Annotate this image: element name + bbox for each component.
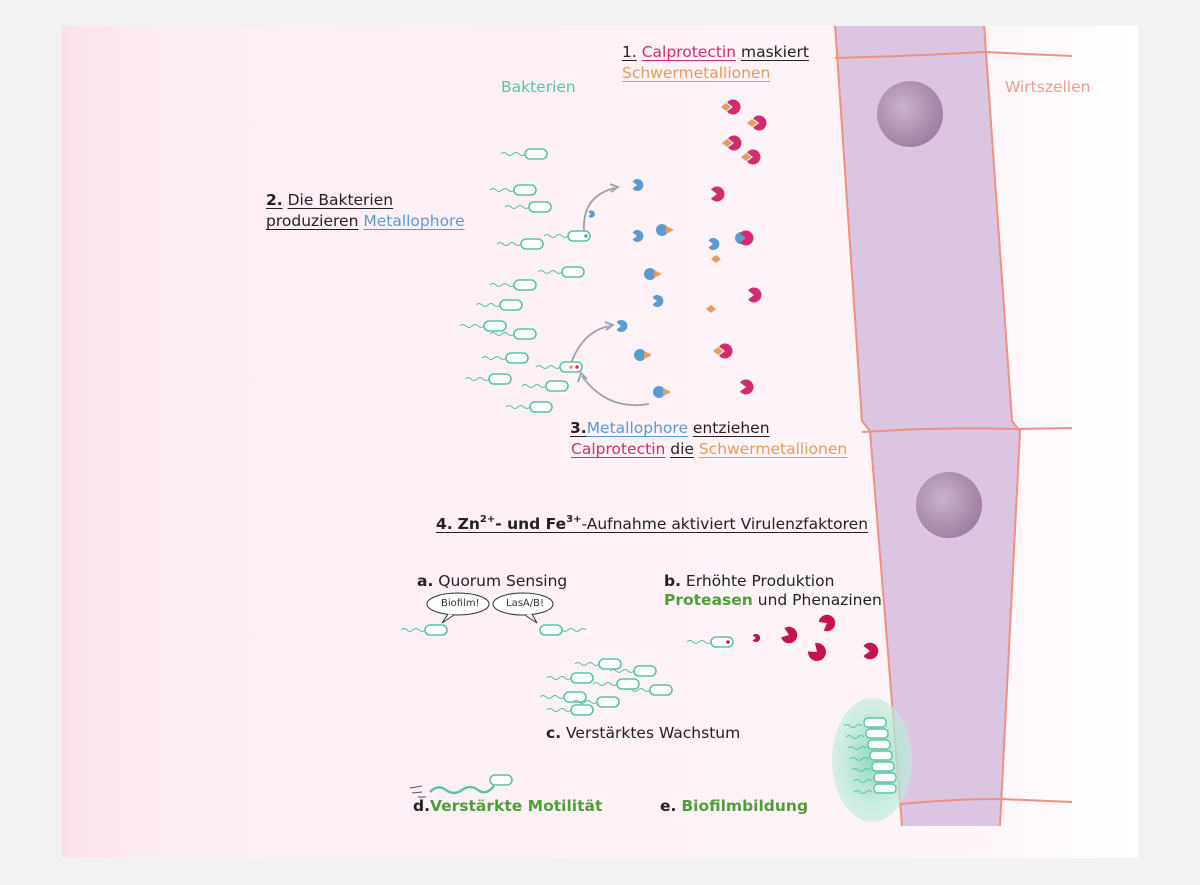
growth-illustration [539, 658, 673, 716]
step4-number: 4. [436, 515, 453, 533]
step3-line1: 3.Metallophore entziehen [570, 418, 770, 438]
biofilm-illustration [832, 698, 912, 822]
factor-e: e. Biofilmbildung [660, 796, 808, 816]
step4-fe-charge: 3+ [566, 514, 582, 525]
factor-e-text: Biofilmbildung [681, 797, 809, 815]
factor-a: a. Quorum Sensing [417, 571, 567, 591]
factor-c-letter: c. [546, 724, 562, 742]
metallophores [588, 179, 720, 398]
step2-line2: produzieren Metallophore [266, 211, 465, 231]
factor-b-text1: Erhöhte Produktion [685, 572, 835, 590]
factor-c: c. Verstärktes Wachstum [546, 723, 740, 743]
factor-d-text: Verstärkte Motilität [429, 797, 603, 815]
factor-a-letter: a. [417, 572, 434, 590]
step3-number: 3. [570, 419, 587, 437]
step1-metals: Schwermetallionen [622, 64, 771, 82]
factor-b-line1: b. Erhöhte Produktion [664, 571, 834, 591]
step3-metallophore: Metallophore [586, 419, 688, 437]
arrows [569, 183, 650, 407]
calprotectin-metal-complexes [706, 99, 767, 395]
factor-a-text: Quorum Sensing [438, 572, 568, 590]
bubble-lasab: LasA/B! [506, 598, 544, 609]
step4-zn: Zn [457, 515, 480, 533]
step4-rest: -Aufnahme aktiviert Virulenzfaktoren [581, 515, 869, 533]
step2-number: 2. [266, 191, 283, 209]
factor-d: d.Verstärkte Motilität [413, 796, 602, 816]
step3-metals: Schwermetallionen [698, 440, 848, 458]
nucleus-bottom [916, 472, 982, 538]
factor-b-letter: b. [664, 572, 681, 590]
step3-line2: Calprotectin die Schwermetallionen [571, 439, 847, 459]
host-cells [834, 26, 1073, 827]
bacteria-cluster [459, 148, 591, 413]
quorum-sensing-illustration [400, 592, 587, 636]
step1-number: 1. [622, 43, 637, 61]
factor-c-text: Verstärktes Wachstum [566, 724, 741, 742]
step2-metallophore: Metallophore [363, 212, 465, 230]
step3-calprotectin: Calprotectin [571, 440, 666, 458]
factor-b-proteases: Proteasen [664, 591, 753, 609]
step2-text1: Die Bakterien [287, 191, 394, 209]
step1-verb: maskiert [741, 43, 809, 61]
diagram-artwork [400, 26, 1073, 827]
step1-label: 1. Calprotectin maskiert [622, 42, 809, 62]
step4-fe: - und Fe [495, 515, 567, 533]
bacteria-label: Bakterien [501, 78, 576, 96]
step3-verb: entziehen [692, 419, 770, 437]
step2-line1: 2. Die Bakterien [266, 190, 393, 210]
host-cells-label: Wirtszellen [1005, 78, 1091, 96]
bubble-biofilm: Biofilm! [441, 598, 480, 609]
nucleus-top [877, 81, 943, 147]
factor-d-letter: d. [413, 797, 430, 815]
factor-e-letter: e. [660, 797, 677, 815]
step2-text2: produzieren [266, 212, 359, 230]
protease-illustration [686, 611, 879, 665]
secreting-bacterium [543, 230, 591, 242]
step4-zn-charge: 2+ [479, 514, 496, 525]
step1-calprotectin: Calprotectin [641, 43, 737, 61]
factor-b-line2: Proteasen und Phenazinen [664, 590, 882, 610]
diagram-panel: Bakterien Wirtszellen 1. Calprotectin ma… [62, 26, 1138, 858]
step3-article: die [670, 440, 694, 458]
step4-title: 4. Zn2+- und Fe3+-Aufnahme aktiviert Vir… [436, 514, 868, 534]
motility-illustration [409, 774, 513, 798]
factor-b-text2: und Phenazinen [757, 591, 882, 609]
